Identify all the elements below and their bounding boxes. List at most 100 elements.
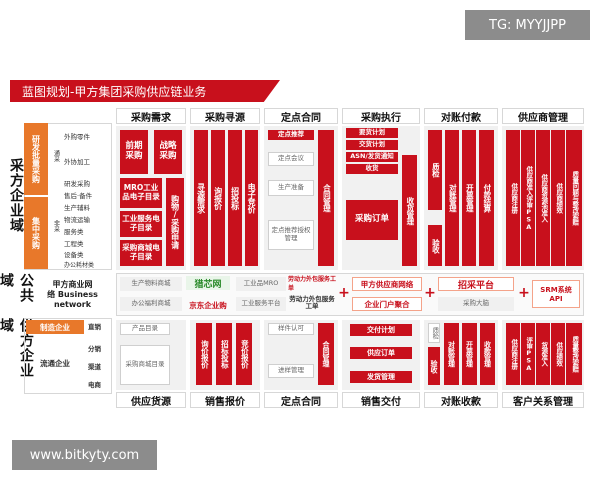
cell-acceptance: 验收 bbox=[428, 225, 442, 266]
header-top: 采购需求 bbox=[116, 108, 186, 124]
header-bottom: 定点合同 bbox=[264, 392, 338, 408]
cell-contract-mgmt: 合同管理 bbox=[318, 130, 334, 266]
header-top: 采购寻源 bbox=[190, 108, 260, 124]
cell-reconcile: 对账管理 bbox=[445, 130, 459, 266]
cell-quality-claim: 质量问题与整改索赔 bbox=[566, 130, 582, 266]
public-network-label: 甲方商业网 络 Business network bbox=[30, 280, 115, 318]
plus-icon: + bbox=[338, 285, 350, 301]
cell-mall-catalog-sup: 采购商城目录 bbox=[120, 345, 170, 385]
sup-item: 分销 bbox=[88, 345, 101, 353]
cell-srm-api: SRM系统API bbox=[532, 280, 580, 308]
label-yanfa: 研发批量采购 bbox=[24, 123, 48, 195]
sup-item: 电商 bbox=[88, 381, 101, 389]
cell-service-catalog: 工业服务电子目录 bbox=[120, 211, 162, 237]
cell-qianqi: 前期采购 bbox=[120, 130, 148, 174]
cat-item: 外协加工 bbox=[64, 158, 90, 166]
cell-shipping-mgmt: 发货管理 bbox=[350, 371, 412, 383]
cell-nomination: 定点推荐 bbox=[268, 130, 314, 140]
cat-item: 服务类 bbox=[64, 228, 84, 236]
header-top: 对账付款 bbox=[424, 108, 498, 124]
cell-service-platform: 工业服务平台 bbox=[236, 297, 286, 311]
cell-demand-plan: 要货计划 bbox=[346, 128, 398, 138]
cell-sample-mgmt: 进样管理 bbox=[268, 364, 314, 378]
cell-purchase-request: 购物/采购申请 bbox=[166, 178, 184, 266]
cell-sup-quality: 质量整改索赔 bbox=[566, 323, 582, 385]
row-label-supplier: 供方企业域 bbox=[0, 318, 34, 378]
cell-labor-outsource: 劳动力外包服务工单 bbox=[289, 295, 335, 311]
cell-mall-catalog: 采购商城电子目录 bbox=[120, 240, 162, 266]
cell-supplier-pool: 供应商资源池准入 bbox=[536, 130, 550, 266]
cell-office-mall: 办公福利商城 bbox=[120, 297, 182, 311]
cell-purchase-order: 采购订单 bbox=[346, 200, 398, 240]
cell-receipt-mgmt: 收货管理 bbox=[402, 155, 417, 266]
cell-supplier-network: 甲方供应商网络 bbox=[352, 277, 422, 291]
cell-mro-catalog: MRO工业品电子目录 bbox=[120, 178, 162, 208]
row-label-public: 公共域 bbox=[0, 273, 34, 303]
cell-auction: 电子竞价 bbox=[245, 130, 258, 266]
cell-bid: 招标投标 bbox=[216, 323, 232, 385]
cell-nomination-auth: 定点推荐授权管理 bbox=[268, 220, 314, 250]
cell-supplier-register: 供应商注册 bbox=[506, 130, 520, 266]
cell-sup-perf: 供应绩效 bbox=[551, 323, 565, 385]
cell-sup-register: 供应商注册 bbox=[506, 323, 520, 385]
cell-supplier-psa: 供应商准入评审PSA bbox=[521, 130, 535, 266]
cat-item: 设备类 bbox=[64, 251, 84, 259]
cat-item: 外购零件 bbox=[64, 133, 90, 141]
row-label-buyer: 采方企业域 bbox=[8, 157, 24, 233]
public-label-line: network bbox=[53, 300, 92, 309]
cell-contract-mgmt-sup: 合同管理 bbox=[318, 323, 334, 385]
public-label-line: 甲方商业网 bbox=[52, 280, 93, 289]
cell-rfq: 询报价 bbox=[211, 130, 225, 266]
header-top: 采购执行 bbox=[342, 108, 420, 124]
cell-delivery-plan-sup: 交付计划 bbox=[350, 324, 412, 336]
cat-item: 售后·备件 bbox=[64, 192, 93, 200]
label-tongcai: 通采 bbox=[52, 150, 60, 162]
cell-sup-psa: 评审PSA bbox=[521, 323, 535, 385]
watermark-bottom: www.bitkyty.com bbox=[12, 440, 157, 470]
buyer-category-panel bbox=[24, 123, 112, 270]
cell-invoice: 开票管理 bbox=[462, 130, 476, 266]
cell-acceptance-sup: 验收 bbox=[428, 347, 440, 385]
plus-icon: + bbox=[424, 285, 436, 301]
label-liutong: 流通企业 bbox=[40, 358, 70, 368]
header-top: 供应商管理 bbox=[502, 108, 584, 124]
cell-inspection-sup: 质检 bbox=[428, 323, 440, 343]
sup-item: 直销 bbox=[88, 323, 101, 331]
cell-asn: ASN/发货通知 bbox=[346, 152, 398, 162]
header-top: 定点合同 bbox=[264, 108, 338, 124]
cell-supply-order: 供应订单 bbox=[350, 347, 412, 359]
cell-collection-sup: 收款管理 bbox=[480, 323, 495, 385]
cell-portal: 企业门户聚合 bbox=[352, 297, 422, 311]
cell-auction-quote: 竞价报价 bbox=[236, 323, 252, 385]
plus-icon: + bbox=[518, 285, 530, 301]
cat-item: 研发采购 bbox=[64, 180, 90, 188]
cell-quote: 询价报价 bbox=[196, 323, 212, 385]
supplier-category-panel bbox=[24, 318, 112, 394]
cell-inspection: 质检 bbox=[428, 130, 442, 210]
sup-item: 渠道 bbox=[88, 363, 101, 371]
cell-receive: 收货 bbox=[346, 164, 398, 174]
label-zhizao: 制造企业 bbox=[26, 320, 84, 334]
cell-production-prep: 生产准备 bbox=[268, 180, 314, 196]
cell-product-catalog: 产品目录 bbox=[120, 323, 170, 335]
cell-mro-platform: 工业品MRO bbox=[236, 277, 286, 291]
cell-sup-source: 货源准入 bbox=[536, 323, 550, 385]
cell-purchase-brain: 采购大脑 bbox=[438, 297, 514, 311]
logo-jd: 京东企业购 bbox=[189, 300, 227, 310]
cell-material-mall: 生产物料商城 bbox=[120, 277, 182, 291]
header-bottom: 销售报价 bbox=[190, 392, 260, 408]
label-feicai: 非采 bbox=[52, 220, 60, 232]
header-bottom: 对账收款 bbox=[424, 392, 498, 408]
cell-nomination-meeting: 定点会议 bbox=[268, 152, 314, 166]
label-jizhong: 集中采购 bbox=[24, 197, 48, 269]
cell-sample-approval: 样件认可 bbox=[268, 323, 314, 335]
cat-item: 物流运输 bbox=[64, 216, 90, 224]
cell-supplier-perf: 供应商绩效 bbox=[551, 130, 565, 266]
cell-sourcing-need: 寻源需求 bbox=[194, 130, 208, 266]
cat-item: 工程类 bbox=[64, 240, 84, 248]
cell-payment: 付款结算 bbox=[479, 130, 494, 266]
cell-reconcile-sup: 对账管理 bbox=[444, 323, 459, 385]
cell-bidding-platform: 招采平台 bbox=[438, 277, 514, 291]
cat-item: 办公耗材类 bbox=[64, 261, 95, 269]
public-label-line: 络 Business bbox=[47, 290, 98, 299]
